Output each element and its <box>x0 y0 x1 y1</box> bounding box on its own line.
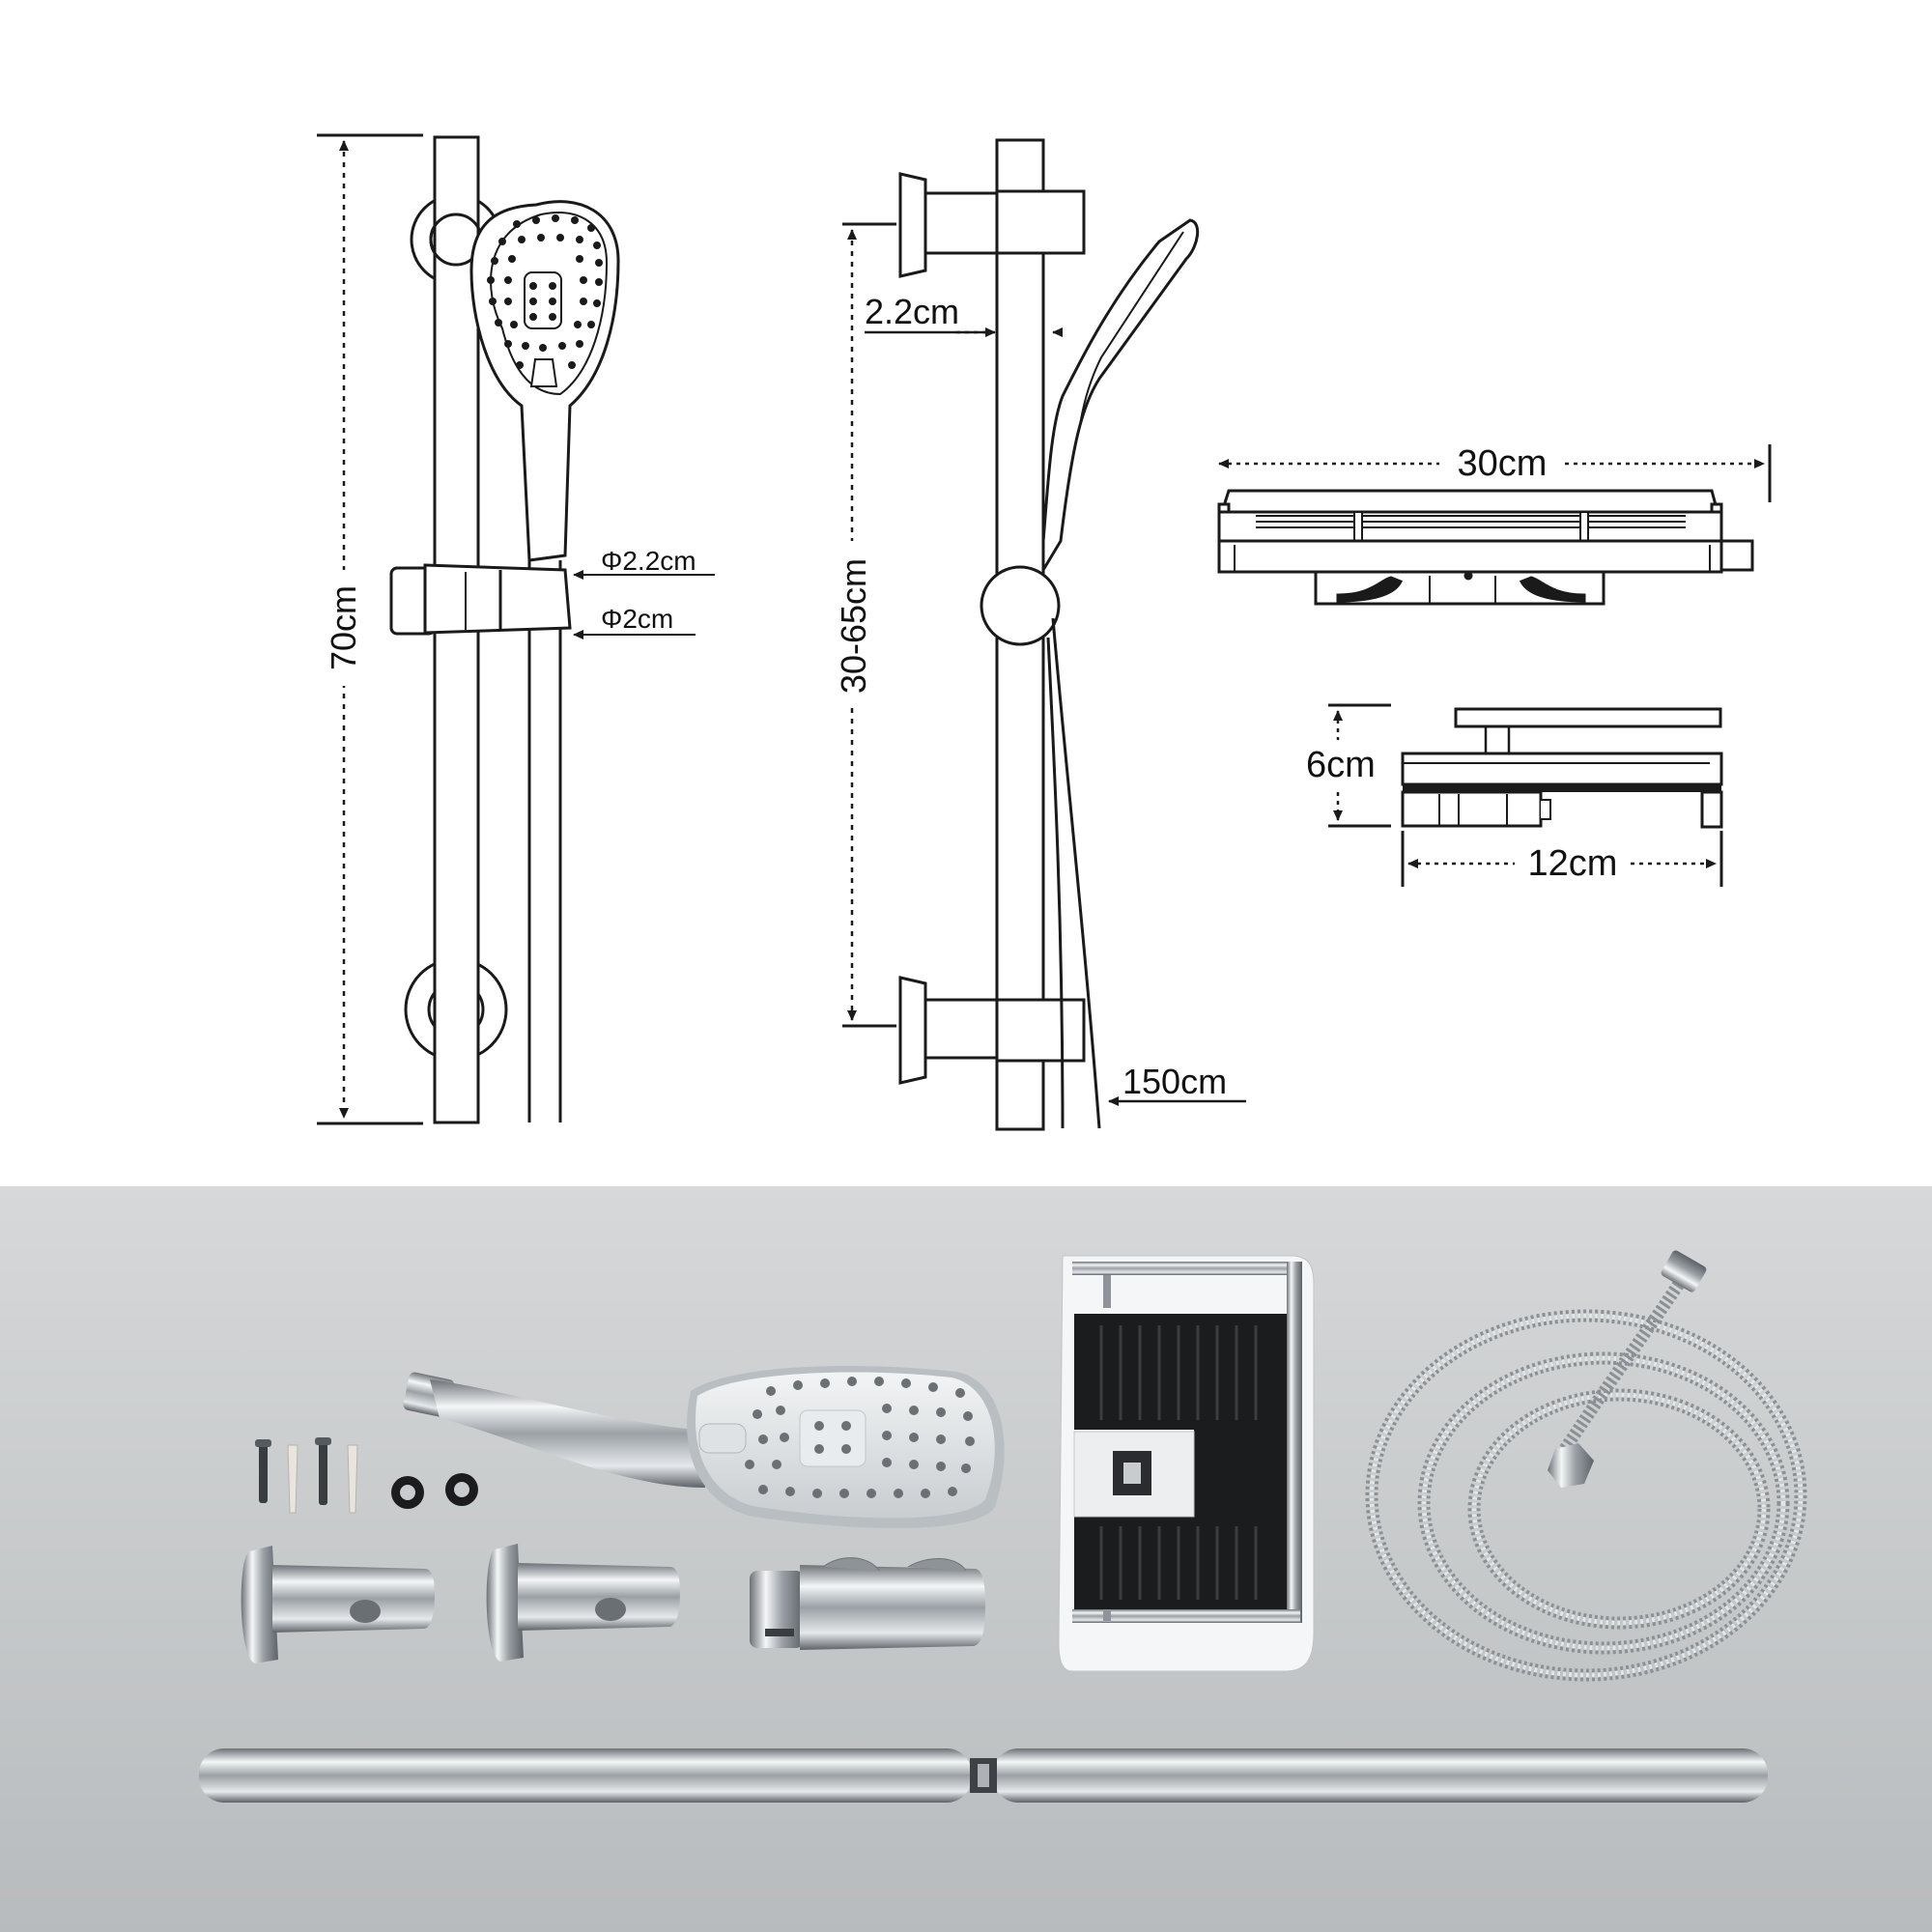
slide-rail <box>199 1748 1768 1803</box>
soap-dish-front-view <box>1217 444 1772 606</box>
label-wall-offset: 2.2cm <box>865 292 959 331</box>
label-inner-diameter: Φ2cm <box>601 604 673 634</box>
soap-dish <box>1058 1255 1315 1672</box>
label-soap-dish-width: 30cm <box>1458 443 1548 484</box>
technical-drawing: 70cm Φ2.2cm Φ2cm 30-65cm 2.2cm 150c <box>317 133 1772 1131</box>
label-soap-dish-height: 6cm <box>1306 745 1376 785</box>
front-view <box>317 133 715 1125</box>
soap-dish-side-view <box>1328 703 1723 887</box>
label-rail-length: 70cm <box>324 585 363 670</box>
slider-holder <box>750 1557 985 1650</box>
wall-bracket-right <box>486 1544 680 1662</box>
label-adjustable-height: 30-65cm <box>834 558 873 694</box>
wall-bracket-left <box>241 1546 435 1663</box>
label-outer-diameter: Φ2.2cm <box>601 546 696 576</box>
side-view <box>833 138 1246 1131</box>
product-photo <box>0 1186 1932 1932</box>
screws-and-anchors <box>255 1437 358 1514</box>
hand-shower <box>403 1366 1005 1528</box>
label-hose-length: 150cm <box>1122 1062 1227 1101</box>
label-soap-dish-depth: 12cm <box>1528 843 1618 884</box>
spray-nozzle-dots <box>487 214 603 369</box>
rubber-washers <box>391 1473 478 1509</box>
shower-hose <box>1365 1250 1807 1682</box>
